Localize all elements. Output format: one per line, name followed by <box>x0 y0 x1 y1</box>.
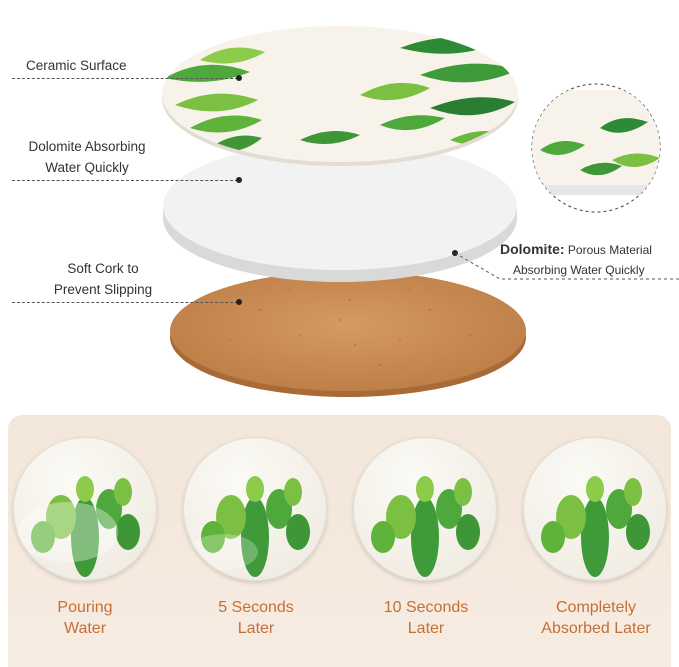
ceramic-layer <box>162 26 518 166</box>
step-label-line1: 5 Seconds <box>218 599 294 616</box>
step-label-line1: 10 Seconds <box>383 599 469 616</box>
callout-title: Dolomite: <box>500 241 565 257</box>
water-puddle <box>18 502 118 562</box>
step-label-line1: Pouring <box>57 599 113 616</box>
coaster-pouring-water <box>13 437 157 581</box>
step-label-line2: Water <box>63 620 107 637</box>
dolomite-leader-dot <box>236 177 242 183</box>
cactus-icon <box>541 476 650 577</box>
dolomite-label-line1: Dolomite Absorbing <box>28 139 146 154</box>
callout-line2: Absorbing Water Quickly <box>513 263 645 277</box>
coaster-5-seconds <box>183 437 327 581</box>
cactus-icon <box>18 476 140 577</box>
step-label-line2: Later <box>407 620 445 637</box>
step-label-pouring: Pouring Water <box>10 597 160 639</box>
step-label-absorbed: Completely Absorbed Later <box>521 597 671 639</box>
cactus-icon <box>188 476 310 577</box>
water-puddle <box>188 534 258 570</box>
cork-label: Soft Cork to Prevent Slipping <box>28 258 178 300</box>
step-label-line2: Absorbed Later <box>541 620 651 637</box>
step-label-10-seconds: 10 Seconds Later <box>351 597 501 639</box>
step-label-line1: Completely <box>555 599 637 616</box>
cork-layer <box>170 271 526 397</box>
layer-illustration <box>162 26 661 397</box>
cork-leader-line <box>12 302 238 303</box>
step-label-5-seconds: 5 Seconds Later <box>181 597 331 639</box>
coaster-10-seconds <box>353 437 497 581</box>
dolomite-callout: Dolomite: Porous Material Absorbing Wate… <box>500 240 652 280</box>
callout-line1: Porous Material <box>564 243 652 257</box>
dolomite-label: Dolomite Absorbing Water Quickly <box>12 136 162 178</box>
ceramic-leader-dot <box>236 75 242 81</box>
magnifier-detail <box>531 83 661 213</box>
cactus-icon <box>371 476 480 577</box>
cork-label-line1: Soft Cork to <box>67 261 139 276</box>
cork-leader-dot <box>236 299 242 305</box>
dolomite-leader-line <box>12 180 238 181</box>
step-label-line2: Later <box>237 620 275 637</box>
ceramic-leader-line <box>12 78 238 79</box>
coaster-absorbed <box>523 437 667 581</box>
dolomite-layer <box>163 142 517 282</box>
ceramic-surface-label: Ceramic Surface <box>26 58 127 73</box>
cork-label-line2: Prevent Slipping <box>53 282 153 297</box>
dolomite-label-line2: Water Quickly <box>45 160 129 175</box>
